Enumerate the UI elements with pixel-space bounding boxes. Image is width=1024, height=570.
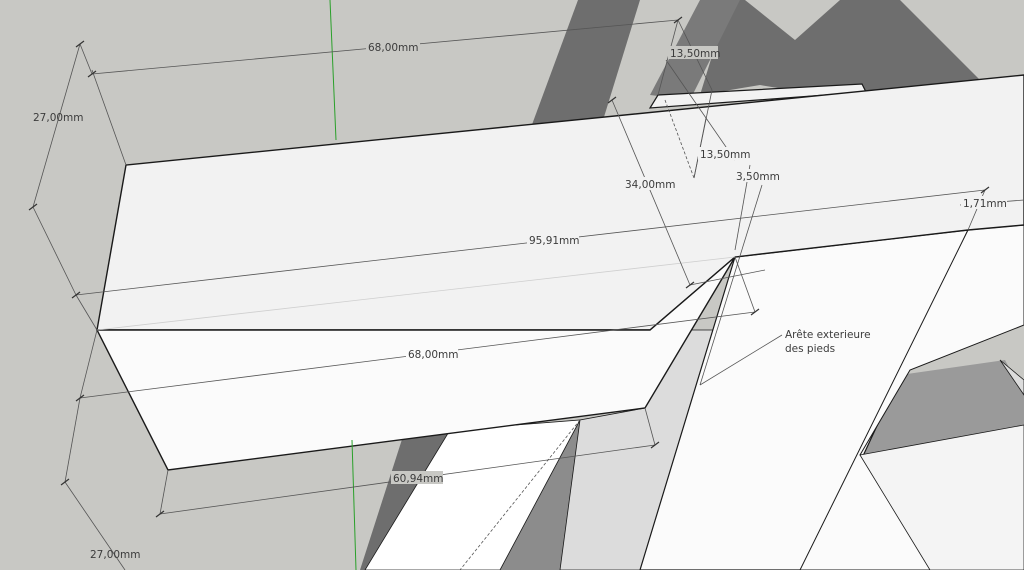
label-bg [366,40,420,53]
label-bg [734,169,780,182]
dimension-labels: 68,00mm 13,50mm 13,50mm 3,50mm 34,00mm 9… [33,40,1007,561]
dim-depth-left-bottom: 27,00mm [90,549,141,561]
shadow-top [530,0,985,130]
dim-top-offset-a: 13,50mm [670,48,721,60]
dim-length-total: 95,91mm [529,235,580,247]
hidden-edge [664,99,695,179]
label-bg [698,147,748,160]
dim-bottom-width: 60,94mm [393,473,444,485]
label-bg [527,233,579,246]
label-bg [668,46,718,59]
label-bg [391,471,443,484]
dim-front-width: 68,00mm [408,349,459,361]
annotation-line2: des pieds [785,343,835,355]
label-bg [623,177,675,190]
label-bg [406,347,458,360]
dim-top-width: 68,00mm [368,42,419,54]
dim-depth-left-top: 27,00mm [33,112,84,124]
dim-height-34: 34,00mm [625,179,676,191]
dim-small-offset: 3,50mm [736,171,780,183]
dimension-ticks [28,16,990,518]
green-axis [329,0,357,570]
annotation-line1: Arête exterieure [785,329,871,341]
label-bg [961,196,1007,209]
dim-edge-offset: 1,71mm [963,198,1007,210]
annotation-leg-edge: Arête exterieure des pieds [785,329,871,355]
beam [95,74,1024,471]
dim-top-offset-b: 13,50mm [700,149,751,161]
